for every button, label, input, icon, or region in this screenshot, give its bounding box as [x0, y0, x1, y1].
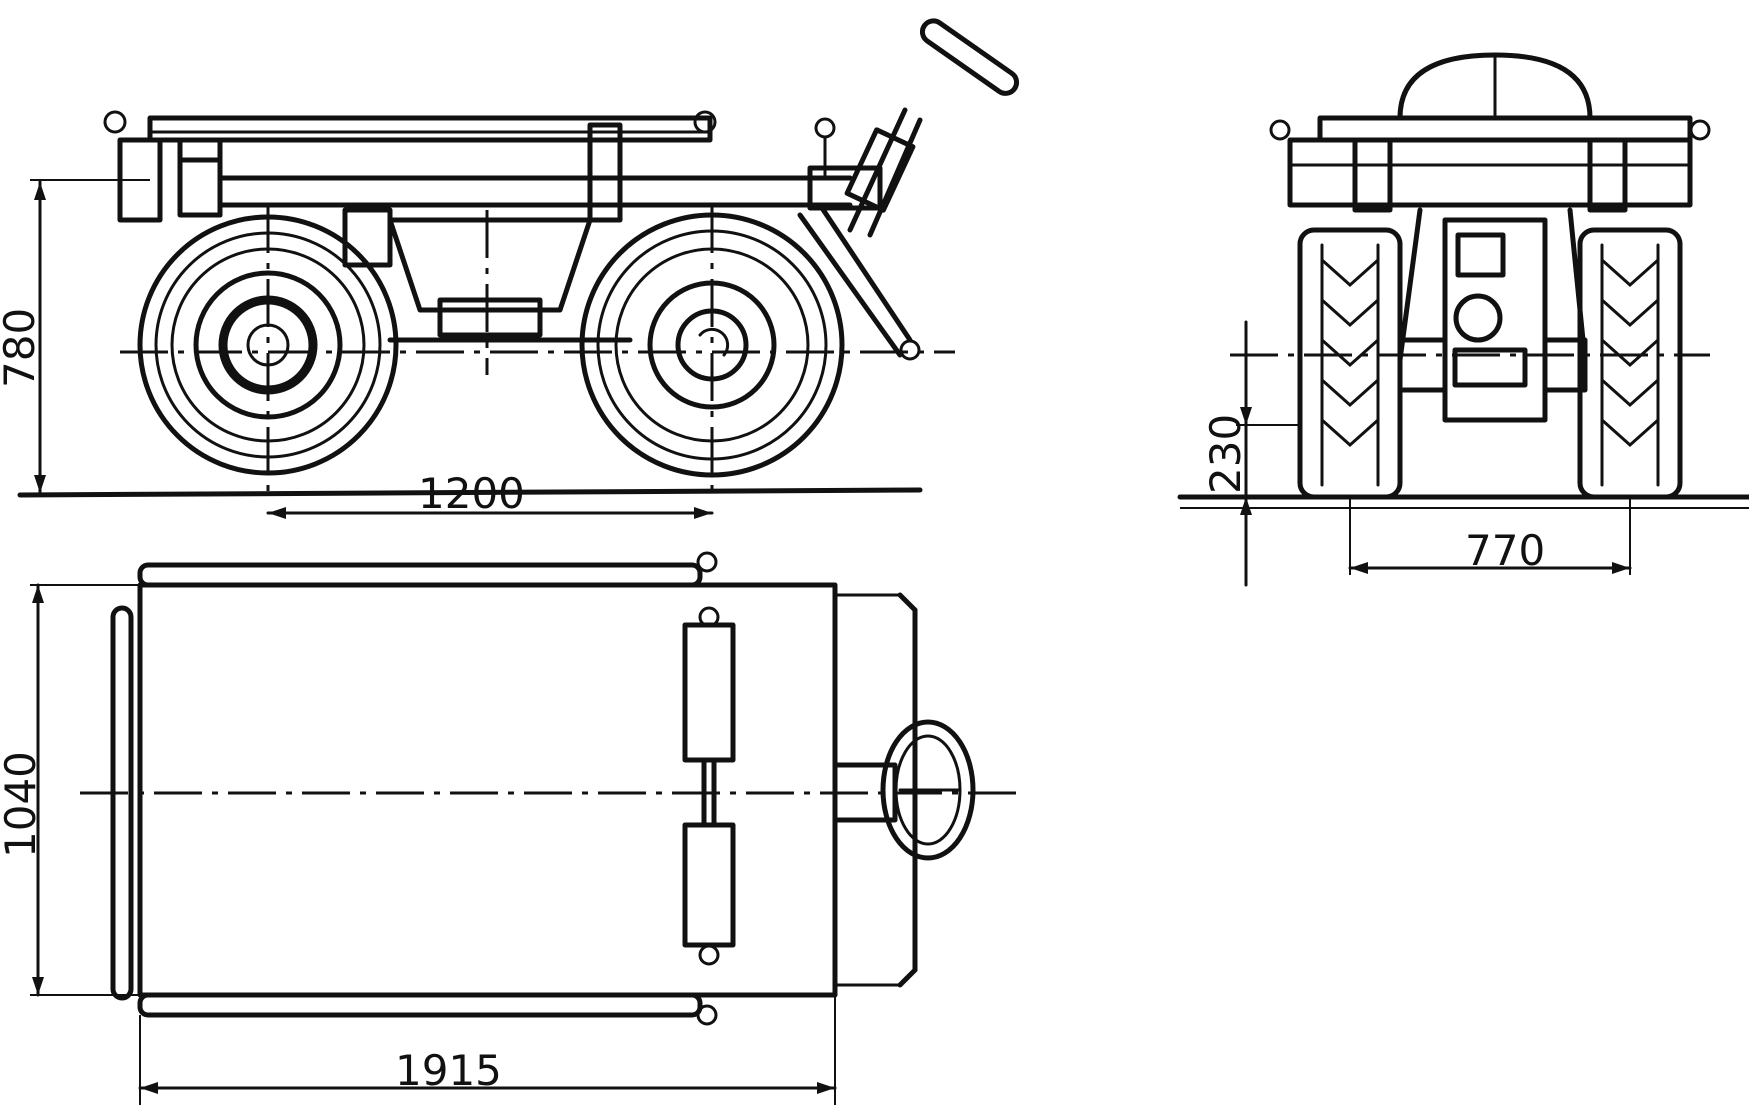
dim-top-length: 1915 [138, 995, 837, 1105]
side-ground-line [17, 487, 923, 498]
front-left-tyre [1297, 227, 1403, 500]
side-deck [103, 110, 883, 223]
front-steering-wheel [1397, 52, 1593, 121]
dim-front-clearance: 230 [1201, 320, 1300, 587]
label-top-length: 1915 [395, 1046, 502, 1095]
label-front-clearance: 230 [1201, 414, 1250, 494]
label-side-height: 780 [0, 308, 44, 388]
dim-side-height: 780 [0, 179, 150, 495]
dim-wheelbase: 1200 [266, 469, 714, 519]
front-axle-housing [1442, 217, 1548, 423]
dim-front-track: 770 [1348, 497, 1632, 575]
front-view: 230 770 [1177, 52, 1749, 587]
top-hydraulic-cylinder [682, 606, 736, 966]
dim-top-width: 1040 [0, 583, 140, 997]
front-right-tyre [1577, 227, 1683, 500]
label-front-track: 770 [1465, 526, 1545, 575]
label-wheelbase: 1200 [418, 469, 525, 518]
top-steering-wheel [832, 719, 976, 861]
side-view: 780 1200 [0, 18, 1020, 519]
side-steering [814, 18, 1020, 238]
side-chassis [342, 202, 921, 361]
top-view: 1040 1915 [0, 551, 1020, 1105]
label-top-width: 1040 [0, 751, 45, 858]
